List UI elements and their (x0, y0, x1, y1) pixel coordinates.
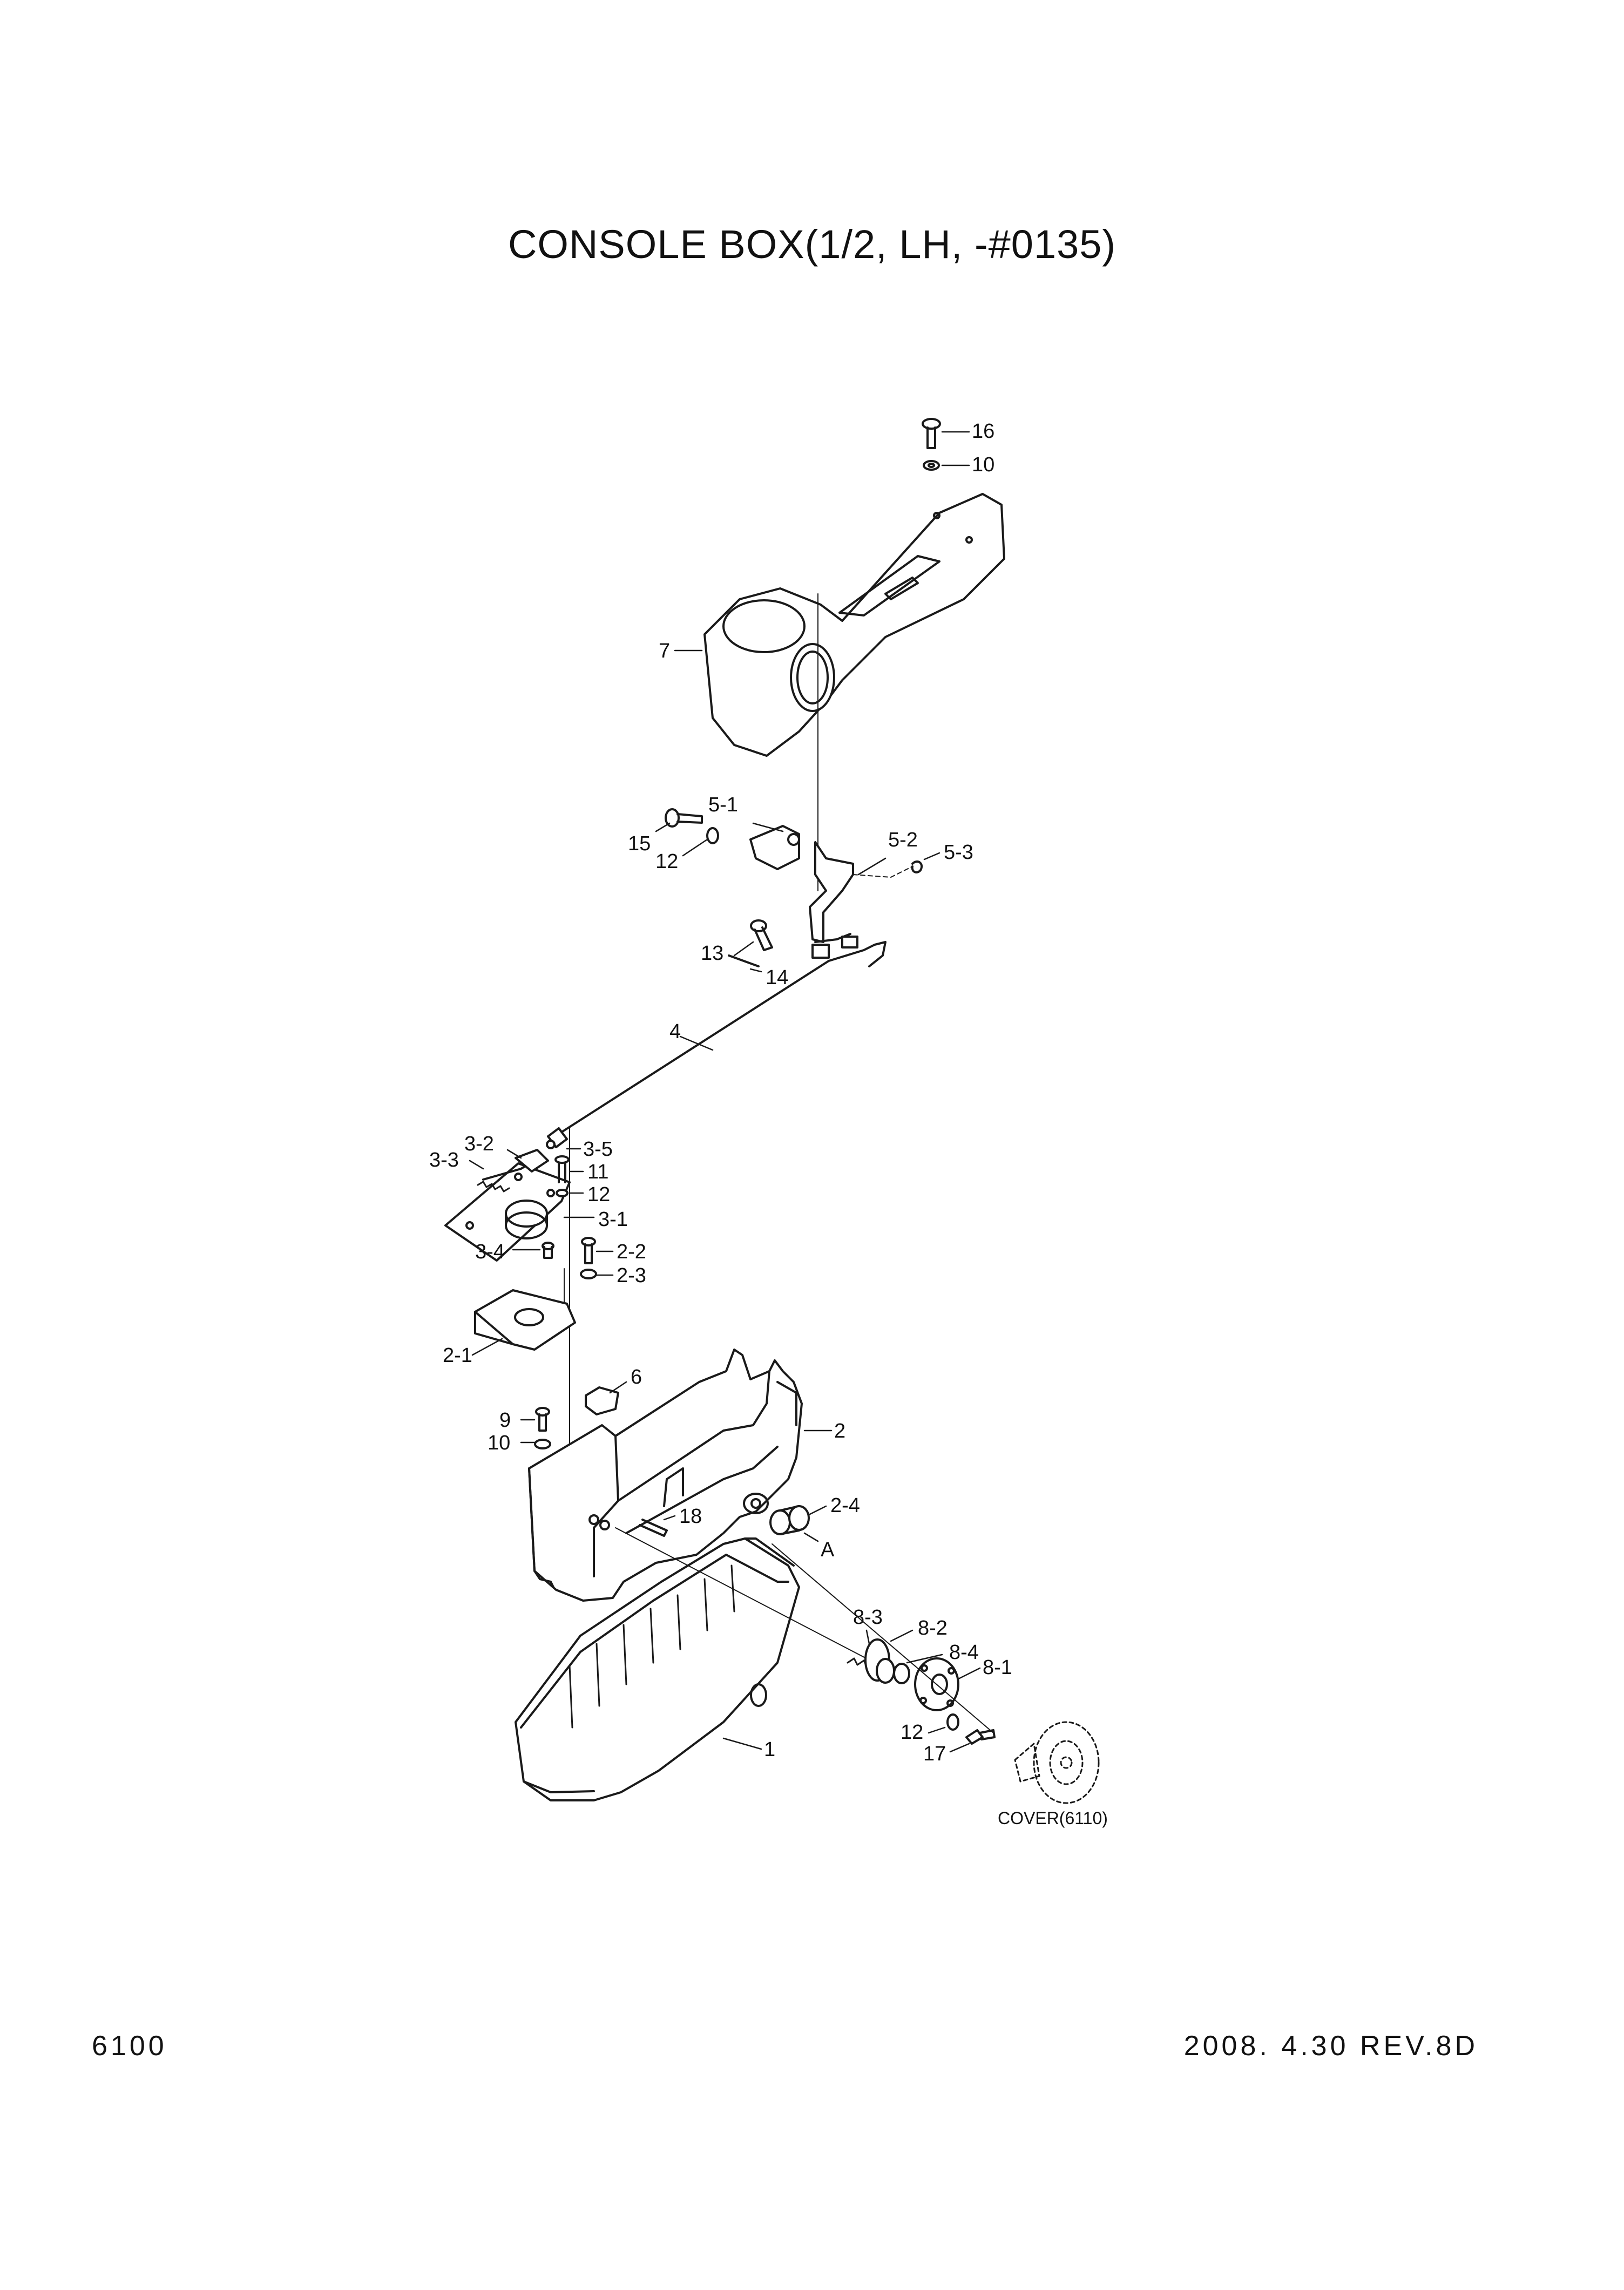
callout-18: 18 (679, 1505, 702, 1528)
callout-16: 16 (972, 420, 995, 443)
callout-2-4: 2-4 (830, 1494, 860, 1517)
part-2-1-plate (471, 1289, 576, 1356)
callout-5-2: 5-2 (888, 829, 918, 851)
callout-8-3: 8-3 (853, 1606, 883, 1629)
callout-15: 15 (628, 832, 651, 855)
callout-11: 11 (587, 1161, 609, 1183)
part-10-washer-lower (520, 1439, 551, 1449)
callout-17: 17 (923, 1743, 946, 1765)
part-1-console-box (515, 1527, 875, 1801)
part-8-4-collar (893, 1654, 943, 1684)
part-15-bolt (655, 808, 703, 832)
cover-6110-reference (1014, 1721, 1100, 1804)
part-10-washer (923, 460, 970, 471)
callout-9: 9 (499, 1409, 511, 1432)
callout-3-4: 3-4 (475, 1241, 505, 1263)
callout-6: 6 (631, 1366, 642, 1388)
callout-3-2: 3-2 (464, 1133, 494, 1155)
callout-7: 7 (659, 640, 671, 662)
part-12-washer (682, 827, 719, 857)
callout-2-2: 2-2 (617, 1241, 646, 1263)
part-12-washer-lower (928, 1713, 959, 1734)
callout-8-2: 8-2 (918, 1617, 948, 1639)
part-5-2-lever (809, 841, 887, 943)
part-5-1-bracket (749, 822, 800, 870)
part-9-bolt (520, 1407, 550, 1432)
callout-2: 2 (834, 1420, 846, 1442)
callout-3-1: 3-1 (598, 1208, 628, 1231)
callout-14: 14 (766, 966, 789, 989)
callout-12-c: 12 (901, 1721, 924, 1744)
part-6-switch (585, 1381, 627, 1415)
part-17-bolt (949, 1729, 996, 1753)
callout-3-3: 3-3 (429, 1149, 459, 1171)
part-2-3-washer (580, 1269, 614, 1279)
callout-13: 13 (701, 942, 724, 965)
callout-5-1: 5-1 (708, 794, 738, 816)
callout-2-1: 2-1 (443, 1344, 472, 1367)
assembly-guide-line (772, 1543, 994, 1733)
part-16-screw (922, 418, 970, 449)
part-2-2-bolt (581, 1237, 614, 1264)
callout-10: 10 (972, 453, 995, 476)
part-2-4-bushing (769, 1505, 827, 1542)
revision-date: 2008. 4.30 REV.8D (1183, 2030, 1478, 2062)
callout-a: A (821, 1539, 835, 1561)
part-2-console-frame (528, 1349, 833, 1602)
part-8-2-disc (864, 1629, 914, 1684)
callout-4: 4 (669, 1020, 681, 1043)
callout-1: 1 (764, 1738, 776, 1761)
callout-8-4: 8-4 (949, 1641, 979, 1664)
callout-12-b: 12 (587, 1183, 611, 1206)
part-7-console-cover (674, 493, 1005, 891)
callout-10-b: 10 (488, 1432, 511, 1454)
callout-3-5: 3-5 (583, 1138, 613, 1161)
callout-8-1: 8-1 (983, 1656, 1012, 1679)
part-13-pin (733, 919, 773, 957)
callout-2-3: 2-3 (617, 1264, 646, 1287)
part-5-3-clip (852, 852, 940, 878)
callout-5-3: 5-3 (944, 841, 973, 864)
callout-cover-6110: COVER(6110) (998, 1808, 1108, 1828)
part-18-screw (639, 1515, 676, 1537)
page-number: 6100 (92, 2030, 167, 2062)
callout-12: 12 (655, 850, 679, 873)
part-14-cotter-pin (728, 954, 762, 973)
page-title: CONSOLE BOX(1/2, LH, -#0135) (508, 222, 1116, 267)
